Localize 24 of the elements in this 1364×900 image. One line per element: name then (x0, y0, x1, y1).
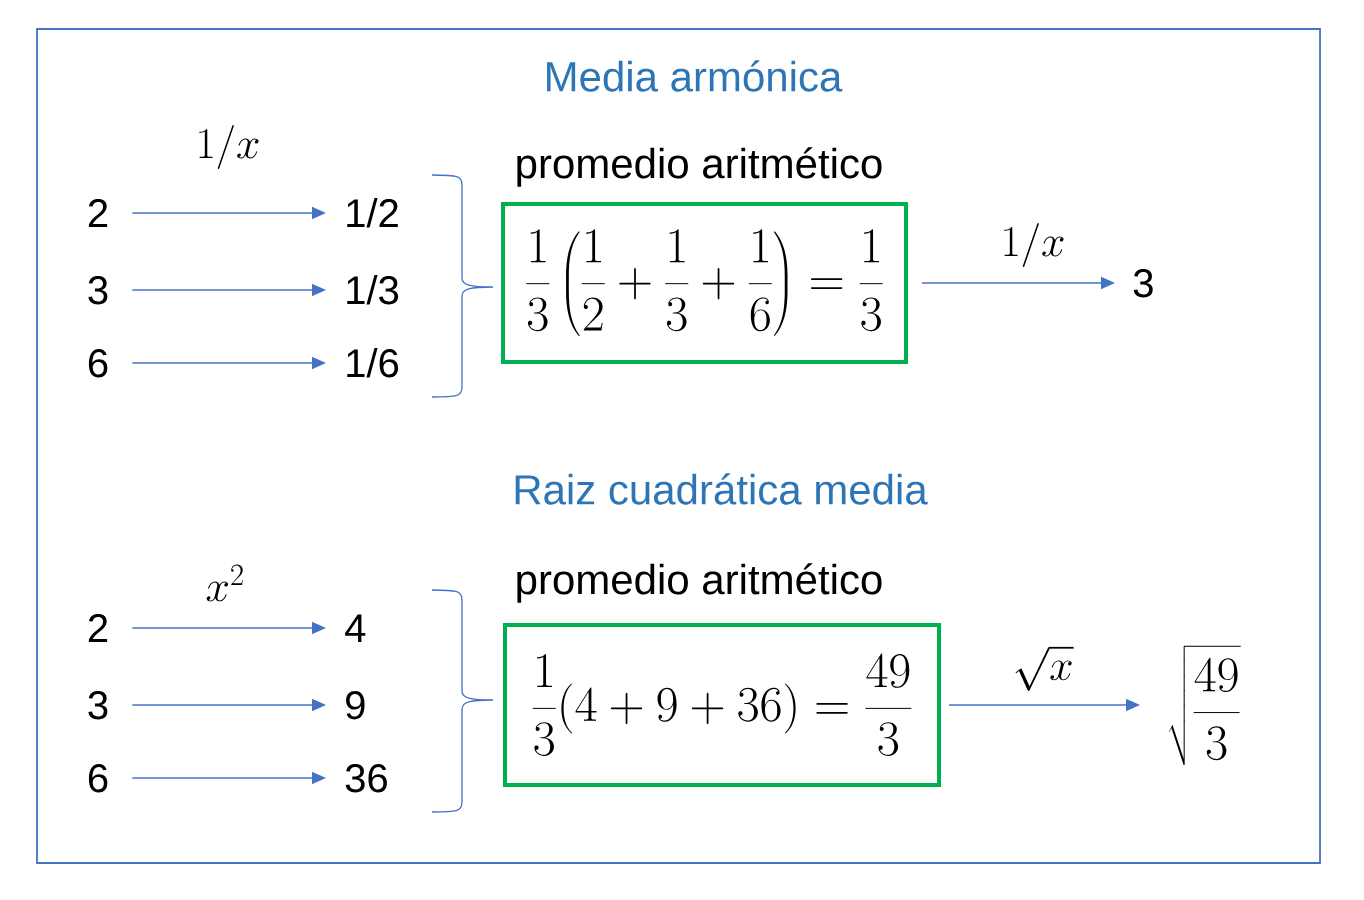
formula-box: $\frac{1}{3}\left(\frac{1}{2}+\frac{1}{3}+\frac{1}{6}\right)=\frac{1}{3}$ (501, 202, 908, 364)
box-heading: promedio aritmético (517, 147, 882, 187)
box-heading: promedio aritmético (517, 563, 882, 603)
number-text: 3 (88, 691, 108, 720)
section-heading: Media armónica (547, 60, 843, 92)
number-text: 6 (88, 764, 108, 793)
edge-label: $1/x$ (1004, 223, 1064, 267)
section-heading: Raiz cuadrática media (515, 473, 928, 505)
number-text: 9 (346, 691, 365, 720)
number-text: 36 (345, 764, 387, 793)
number-text: 2 (88, 614, 108, 642)
number-text: 4 (345, 614, 366, 642)
number-text: 2 (88, 199, 108, 227)
edge-label: $x^2$ (206, 564, 243, 602)
number-text: 6 (88, 349, 108, 378)
result-formula: $\sqrt{\frac{49}{3}}$ (1169, 645, 1241, 766)
edge-label: $1/x$ (199, 125, 259, 169)
number-text: 1/6 (347, 348, 399, 378)
number-text: 3 (1133, 269, 1153, 298)
formula-box: $\frac{1}{3}(4+9+36)=\frac{49}{3}$ (503, 623, 941, 787)
number-text: 3 (88, 276, 108, 305)
number-text: 1/3 (347, 275, 399, 305)
edge-label: $\sqrt{x}$ (1015, 646, 1074, 691)
number-text: 1/2 (347, 198, 398, 228)
